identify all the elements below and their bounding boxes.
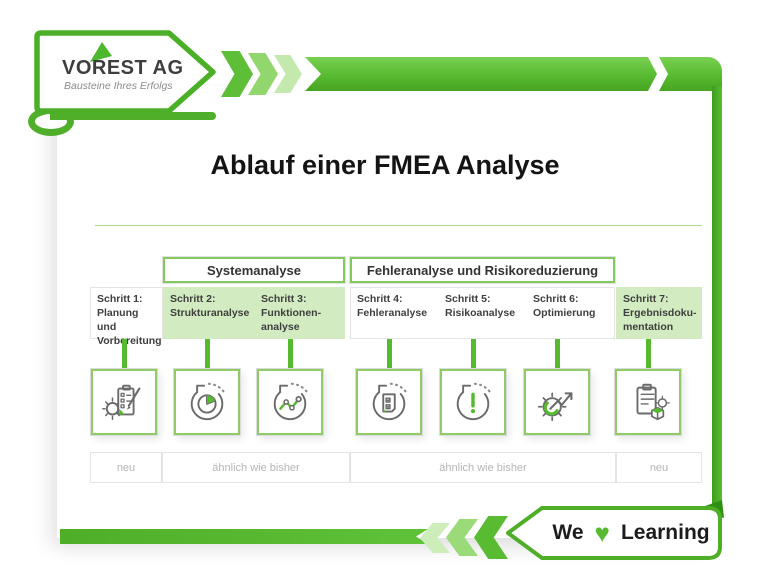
connector-line	[646, 339, 651, 370]
step-title: Schritt 2:	[170, 293, 216, 305]
step-text: Fehleranalyse	[357, 306, 428, 319]
step-title: Schritt 3:	[261, 293, 307, 305]
documentation-clipboard-cube-icon	[615, 369, 681, 435]
step-label-4: Schritt 4: Fehleranalyse	[350, 287, 438, 339]
connector-line	[122, 339, 127, 370]
step-title: Schritt 1:	[97, 293, 143, 305]
step-text: Planung und Vorbereitung	[97, 306, 162, 347]
structure-pie-cycle-icon	[174, 369, 240, 435]
step-text: Strukturanalyse	[170, 306, 250, 319]
connector-line	[555, 339, 560, 370]
step-label-highlight	[616, 287, 702, 339]
phase-cell: ähnlich wie bisher	[162, 452, 350, 483]
bottom-green-ribbon	[60, 529, 428, 544]
step-text: Ergebnisdoku-mentation	[623, 306, 697, 333]
step-label-1: Schritt 1: Planung und Vorbereitung	[90, 287, 163, 347]
connector-line	[471, 339, 476, 370]
step-title: Schritt 6:	[533, 293, 579, 305]
step-title: Schritt 4:	[357, 293, 403, 305]
step-text: Risikoanalyse	[445, 306, 516, 319]
step-label-2: Schritt 2: Strukturanalyse	[163, 287, 254, 339]
ribbon-right-edge	[712, 86, 722, 526]
ribbon-white-chevron-notch	[648, 57, 668, 91]
connector-line	[205, 339, 210, 370]
phase-cell: ähnlich wie bisher	[350, 452, 616, 483]
page-title: Ablauf einer FMEA Analyse	[210, 150, 560, 180]
phase-cell: neu	[616, 452, 702, 483]
we-love-learning-text: We ♥ Learning	[540, 511, 722, 555]
connector-line	[387, 339, 392, 370]
connector-line	[288, 339, 293, 370]
step-title: Schritt 5:	[445, 293, 491, 305]
step-label-6: Schritt 6: Optimierung	[526, 287, 615, 339]
phase-cell: neu	[90, 452, 162, 483]
group-header-fehleranalyse: Fehleranalyse und Risikoreduzierung	[350, 257, 615, 283]
we-label: We	[552, 521, 584, 544]
logo-banner-shape	[34, 30, 216, 114]
separator-line	[95, 225, 702, 226]
logo-company-name: VOREST AG	[62, 57, 184, 79]
step-label-highlight	[254, 287, 345, 339]
step-label-3: Schritt 3: Funktionen-analyse	[254, 287, 345, 339]
planning-clipboard-pencil-gear-icon	[91, 369, 157, 435]
function-trend-cycle-icon	[257, 369, 323, 435]
step-title: Schritt 7:	[623, 293, 669, 305]
learning-label: Learning	[620, 521, 710, 544]
optimization-gear-arrow-icon	[524, 369, 590, 435]
step-label-highlight	[163, 287, 254, 339]
heart-icon: ♥	[594, 518, 610, 548]
logo-tagline: Bausteine Ihres Erfolgs	[64, 80, 173, 92]
step-label-band	[90, 287, 163, 339]
group-header-systemanalyse: Systemanalyse	[163, 257, 345, 283]
error-checklist-cycle-icon	[356, 369, 422, 435]
ribbon-curl-bar	[50, 112, 216, 120]
step-label-7: Schritt 7: Ergebnisdoku-mentation	[616, 287, 702, 339]
step-label-band	[350, 287, 615, 339]
risk-exclamation-cycle-icon	[440, 369, 506, 435]
step-label-5: Schritt 5: Risikoanalyse	[438, 287, 526, 339]
step-text: Funktionen-analyse	[261, 306, 322, 333]
step-text: Optimierung	[533, 306, 596, 319]
green-cursor-arrow-icon	[90, 42, 112, 62]
we-love-learning-banner	[506, 500, 724, 560]
